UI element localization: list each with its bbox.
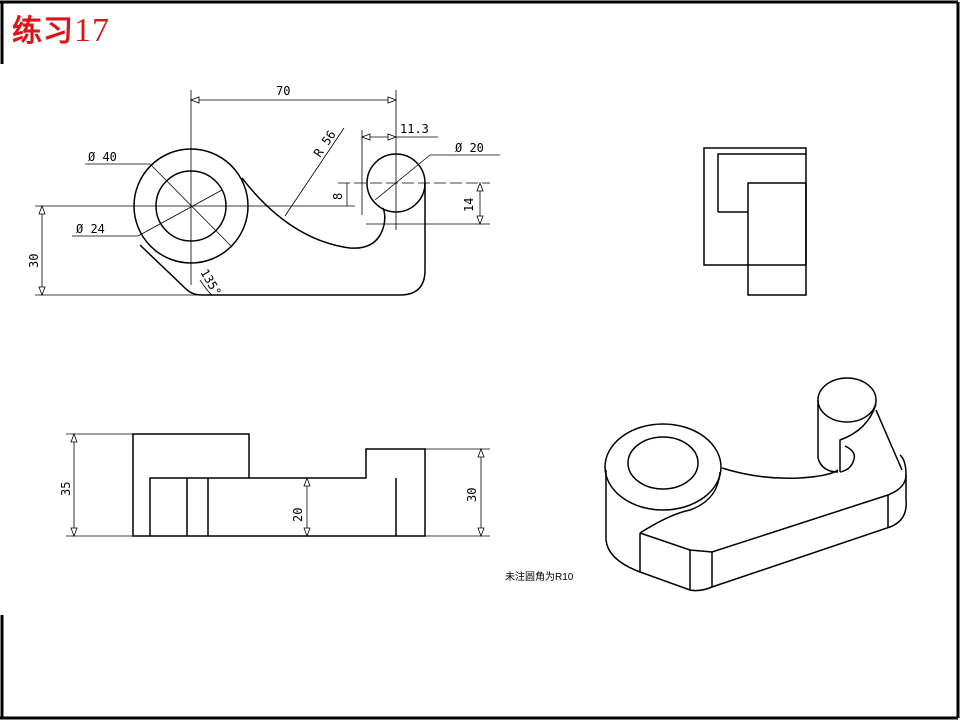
dim-70: 70 [276,84,290,98]
front-view: 35 20 30 [59,432,490,538]
dim-30-top: 30 [27,254,41,268]
title-text: 练习 [12,15,74,48]
exercise-title: 练习17 [12,6,110,50]
dim-dia-20: Ø 20 [455,141,484,155]
dim-14: 14 [462,198,476,212]
dim-8: 8 [331,193,345,200]
dim-20: 20 [291,508,305,522]
top-view: 70 Ø 40 Ø 24 R 56 11.3 Ø 20 8 14 30 135° [27,84,500,299]
dim-30-front: 30 [465,488,479,502]
side-view [703,147,807,296]
dim-dia-40: Ø 40 [88,150,117,164]
dim-dia-24: Ø 24 [76,222,105,236]
dim-11-3: 11.3 [400,122,429,136]
dim-r-56: R 56 [311,128,339,160]
title-number: 17 [74,12,110,49]
fillet-note: 未注圆角为R10 [505,572,574,583]
isometric-view [604,377,907,592]
dim-35: 35 [59,482,73,496]
